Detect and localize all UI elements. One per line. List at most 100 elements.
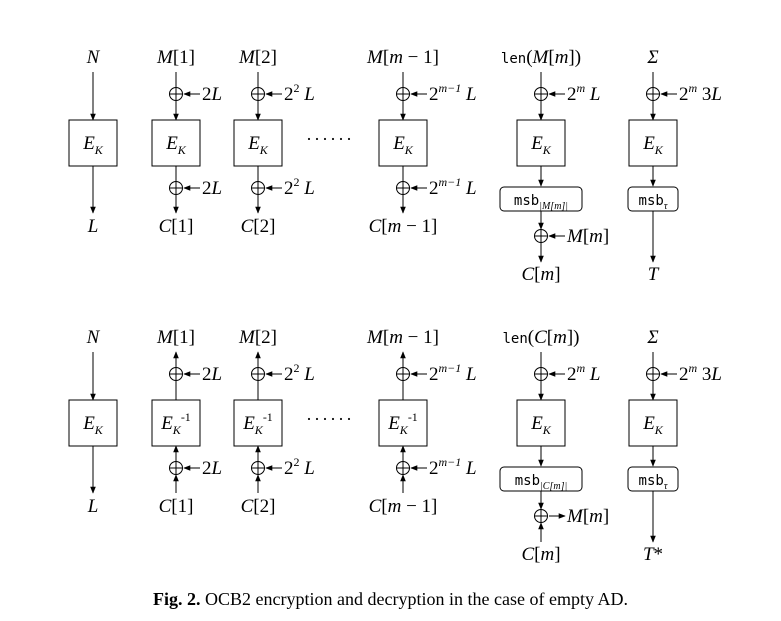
xor-bottom	[169, 181, 183, 195]
input-label: len(M[m])	[501, 47, 581, 68]
mask-label: 22 L	[284, 455, 315, 479]
mask-label: 2m L	[567, 81, 601, 105]
input-label: len(C[m])	[502, 327, 579, 348]
column-4: ······	[306, 409, 354, 429]
xor-message	[534, 229, 548, 243]
input-label: Σ	[646, 47, 658, 68]
ocb2-diagram: N EK L M[1] 2L EK 2L C[1] M[2] 22 L EK 22 L C[2] ····…	[68, 47, 722, 565]
cipher-box: EK	[151, 119, 201, 167]
tag-label: T	[648, 264, 660, 285]
message-label: M[m]	[566, 226, 609, 247]
cipher-box-label: EK	[82, 133, 104, 157]
inverse-cipher-box: EK-1	[151, 399, 201, 447]
cipher-box: EK	[516, 399, 566, 447]
xor-top	[396, 367, 410, 381]
cipher-box: EK	[628, 399, 678, 447]
output-label: C[2]	[241, 216, 276, 237]
output-label: M[2]	[238, 327, 277, 348]
column-3: M[2] EK-1 22 L 22 L C[2]	[233, 327, 315, 517]
cipher-box: EK	[68, 399, 118, 447]
input-label: M[m − 1]	[366, 47, 439, 68]
cipher-box: EK	[628, 119, 678, 167]
column-5: M[m − 1] 2m−1 L EK 2m−1 L C[m − 1]	[366, 47, 477, 237]
mask-label: 2L	[202, 364, 222, 385]
column-4: ······	[306, 129, 354, 149]
input-label: M[1]	[156, 47, 195, 68]
cipher-box: EK	[233, 119, 283, 167]
xor-bottom	[251, 461, 265, 475]
mask-label: 22 L	[284, 81, 315, 105]
cipher-box: EK	[68, 119, 118, 167]
mask-label: 2L	[202, 84, 222, 105]
inverse-cipher-box: EK-1	[233, 399, 283, 447]
output-label: M[1]	[156, 327, 195, 348]
mask-label: 2m−1 L	[429, 455, 477, 479]
truncate-box-label: msb|M[m]|	[514, 193, 568, 212]
input-label: C[1]	[159, 496, 194, 517]
input-label: N	[86, 47, 101, 68]
truncate-box: msbτ	[627, 466, 679, 492]
mask-label: 2m L	[567, 361, 601, 385]
xor-top	[169, 367, 183, 381]
column-1: N EK L	[68, 327, 118, 517]
output-label: C[m − 1]	[369, 216, 438, 237]
truncate-box: msb|C[m]|	[499, 466, 583, 492]
input-label: C[m]	[521, 544, 560, 565]
cipher-box: EK	[516, 119, 566, 167]
xor-top	[396, 87, 410, 101]
inverse-cipher-box-label: EK-1	[242, 410, 273, 437]
truncate-box-label: msb|C[m]|	[515, 473, 567, 492]
cipher-box-label: EK	[82, 413, 104, 437]
figure-number: Fig. 2.	[153, 589, 201, 609]
column-6: len(C[m]) 2m LEK msb|C[m]| M[m] C[m]	[499, 327, 609, 565]
inverse-cipher-box-label: EK-1	[387, 410, 418, 437]
xor-bottom	[396, 461, 410, 475]
inverse-cipher-box-label: EK-1	[160, 410, 191, 437]
mask-label: 2m 3L	[679, 361, 722, 385]
cipher-box-label: EK	[392, 133, 414, 157]
input-label: C[2]	[241, 496, 276, 517]
xor-top	[251, 87, 265, 101]
column-2: M[1] EK-1 2L 2L C[1]	[151, 327, 222, 517]
cipher-box-label: EK	[165, 133, 187, 157]
xor-bottom	[396, 181, 410, 195]
cipher-box-label: EK	[530, 133, 552, 157]
xor-top	[646, 367, 660, 381]
column-5: M[m − 1]EK-12m−1 L2m−1 LC[m − 1]	[366, 327, 477, 517]
output-label: C[m]	[521, 264, 560, 285]
truncate-box: msb|M[m]|	[499, 186, 583, 212]
truncate-box: msbτ	[627, 186, 679, 212]
cipher-box-label: EK	[642, 413, 664, 437]
mask-label: 2m 3L	[679, 81, 722, 105]
mask-label: 2L	[202, 178, 222, 199]
mask-label: 22 L	[284, 361, 315, 385]
cipher-box-label: EK	[642, 133, 664, 157]
ellipsis: ······	[306, 129, 354, 149]
mask-label: 2m−1 L	[429, 175, 477, 199]
mask-label: 2m−1 L	[429, 361, 477, 385]
input-label: N	[86, 327, 101, 348]
input-label: M[2]	[238, 47, 277, 68]
ellipsis: ······	[306, 409, 354, 429]
output-label: M[m − 1]	[366, 327, 439, 348]
inverse-cipher-box: EK-1	[378, 399, 428, 447]
message-label: M[m]	[566, 506, 609, 527]
truncate-box-label: msbτ	[639, 193, 668, 212]
mask-label: 2L	[202, 458, 222, 479]
output-label: C[1]	[159, 216, 194, 237]
figure-caption: Fig. 2. OCB2 encryption and decryption i…	[0, 589, 781, 610]
output-label: L	[87, 496, 99, 517]
xor-top	[251, 367, 265, 381]
xor-top	[534, 87, 548, 101]
cipher-box-label: EK	[247, 133, 269, 157]
xor-top	[534, 367, 548, 381]
decryption-diagram: N EK L M[1] EK-1 2L 2L C[1] M[2] EK-1 22 L 22 L C[2]…	[68, 327, 722, 565]
tag-label: T*	[643, 544, 663, 565]
xor-bottom	[169, 461, 183, 475]
mask-label: 2m−1 L	[429, 81, 477, 105]
